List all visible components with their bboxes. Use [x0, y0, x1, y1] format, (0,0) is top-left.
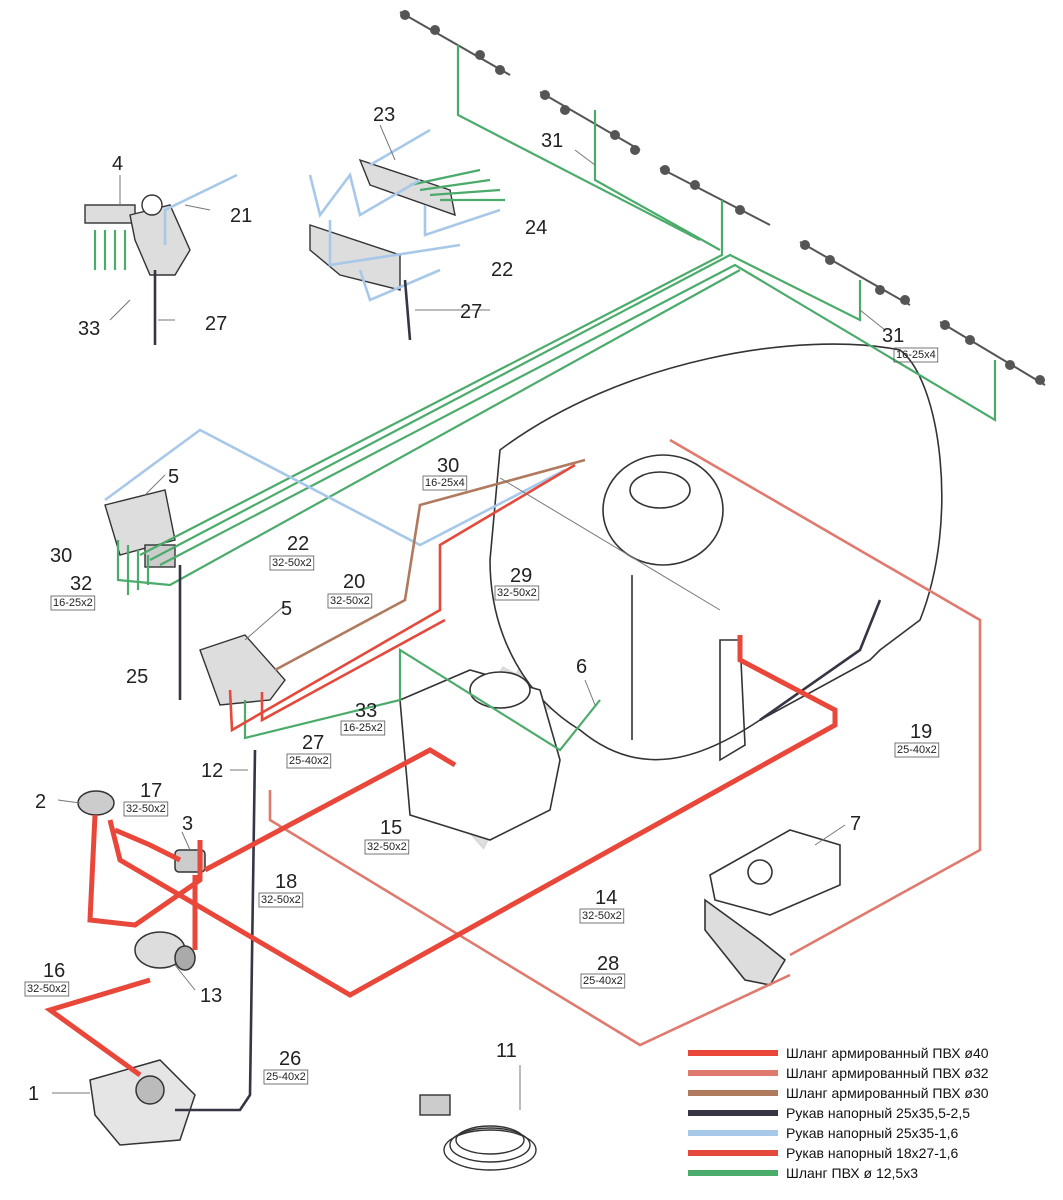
spec-30: 16-25x4 — [425, 477, 465, 489]
spec-31: 16-25x4 — [896, 349, 936, 361]
legend-item-0: Шланг армированный ПВХ ø40 — [786, 1045, 989, 1061]
legend-item-3: Рукав напорный 25х35,5-2,5 — [786, 1105, 970, 1121]
spec-frame — [327, 593, 373, 609]
spec-frame — [50, 595, 96, 611]
manifold-4 — [84, 194, 191, 276]
label-17: 17 — [140, 780, 162, 802]
spec-frame — [494, 585, 540, 601]
rinse-tank — [399, 669, 561, 841]
pump — [89, 1059, 196, 1146]
spec-frame — [269, 555, 315, 571]
spec-frame — [340, 720, 386, 736]
label-22a: 22 — [491, 259, 513, 281]
label-2: 2 — [35, 791, 46, 813]
boom-bars — [399, 11, 1046, 386]
label-23: 23 — [373, 104, 395, 126]
spec-33: 16-25x2 — [343, 722, 383, 734]
label-24: 24 — [525, 217, 547, 239]
hoses-pvc30 — [274, 458, 586, 672]
label-21: 21 — [230, 205, 252, 227]
label-4: 4 — [112, 153, 123, 175]
label-7: 7 — [850, 813, 861, 835]
hoses-pvc32 — [268, 438, 982, 1047]
label-27a: 27 — [205, 313, 227, 335]
boom-nozzles — [400, 10, 1045, 385]
hoses-lightblue — [104, 128, 566, 547]
label-11: 11 — [496, 1040, 517, 1062]
hoses-pvc40 — [44, 635, 838, 1078]
label-27c: 27 — [302, 732, 324, 754]
label-14: 14 — [595, 887, 617, 909]
hoses-dark — [153, 270, 882, 1112]
label-31b: 31 — [882, 325, 904, 347]
label-27b: 27 — [460, 301, 482, 323]
spec-frame — [258, 892, 304, 908]
spec-28: 25-40x2 — [583, 975, 623, 987]
label-19: 19 — [910, 721, 932, 743]
label-6: 6 — [576, 656, 587, 678]
spec-frame — [24, 981, 70, 997]
spec-frame — [579, 908, 625, 924]
label-22b: 22 — [287, 533, 309, 555]
spec-frame — [580, 973, 626, 989]
main-tank — [489, 343, 943, 762]
spec-20: 32-50x2 — [330, 595, 370, 607]
spec-frame — [263, 1069, 309, 1085]
spec-frame — [286, 753, 332, 769]
label-28: 28 — [597, 953, 619, 975]
valve-block-5-top — [104, 489, 176, 568]
label-25: 25 — [126, 666, 148, 688]
spec-frame — [893, 347, 939, 363]
spec-15: 32-50x2 — [367, 841, 407, 853]
filter-13 — [134, 931, 196, 971]
spec-27: 25-40x2 — [289, 755, 329, 767]
spec-22: 32-50x2 — [272, 557, 312, 569]
hoses-red-thin — [228, 463, 576, 733]
legend: Шланг армированный ПВХ ø40 Шланг армиров… — [688, 1045, 989, 1181]
spec-18: 32-50x2 — [261, 894, 301, 906]
spec-32: 16-25x2 — [53, 597, 93, 609]
spec-frame — [422, 475, 468, 491]
label-32: 32 — [70, 573, 92, 595]
hoses-green — [93, 45, 997, 752]
legend-item-6: Шланг ПВХ ø 12,5х3 — [786, 1165, 918, 1181]
legend-item-5: Рукав напорный 18х27-1,6 — [786, 1145, 959, 1161]
label-26: 26 — [279, 1048, 301, 1070]
spec-17: 32-50x2 — [126, 803, 166, 815]
label-5a: 5 — [168, 466, 179, 488]
legend-item-2: Шланг армированный ПВХ ø30 — [786, 1085, 989, 1101]
handwash-tank — [704, 829, 841, 986]
label-29: 29 — [510, 565, 532, 587]
spec-frame — [364, 839, 410, 855]
legend-item-4: Рукав напорный 25х35-1,6 — [786, 1125, 959, 1141]
label-33a: 33 — [78, 318, 100, 340]
label-12: 12 — [201, 760, 223, 782]
label-30b: 30 — [437, 455, 459, 477]
label-30a: 30 — [50, 545, 72, 567]
part-labels: 4 21 33 27 23 24 22 27 31 31 16-25x4 5 3… — [24, 104, 940, 1105]
spec-29: 32-50x2 — [497, 587, 537, 599]
spec-14: 32-50x2 — [582, 910, 622, 922]
label-16: 16 — [43, 960, 65, 982]
valve-block-5-mid — [199, 634, 286, 706]
label-3: 3 — [182, 813, 193, 835]
spec-19: 25-40x2 — [897, 744, 937, 756]
label-13: 13 — [200, 985, 222, 1007]
label-1: 1 — [28, 1083, 39, 1105]
label-20: 20 — [343, 571, 365, 593]
valve-2 — [77, 790, 115, 816]
reel-11 — [419, 1094, 537, 1171]
leader-lines — [52, 124, 886, 1110]
label-18: 18 — [275, 871, 297, 893]
spec-frame — [894, 742, 940, 758]
label-31a: 31 — [541, 130, 563, 152]
spec-16: 32-50x2 — [27, 983, 67, 995]
label-15: 15 — [380, 817, 402, 839]
spec-26: 25-40x2 — [266, 1071, 306, 1083]
legend-item-1: Шланг армированный ПВХ ø32 — [786, 1065, 989, 1081]
label-33b: 33 — [355, 700, 377, 722]
spec-frame — [123, 801, 169, 817]
label-5b: 5 — [281, 598, 292, 620]
